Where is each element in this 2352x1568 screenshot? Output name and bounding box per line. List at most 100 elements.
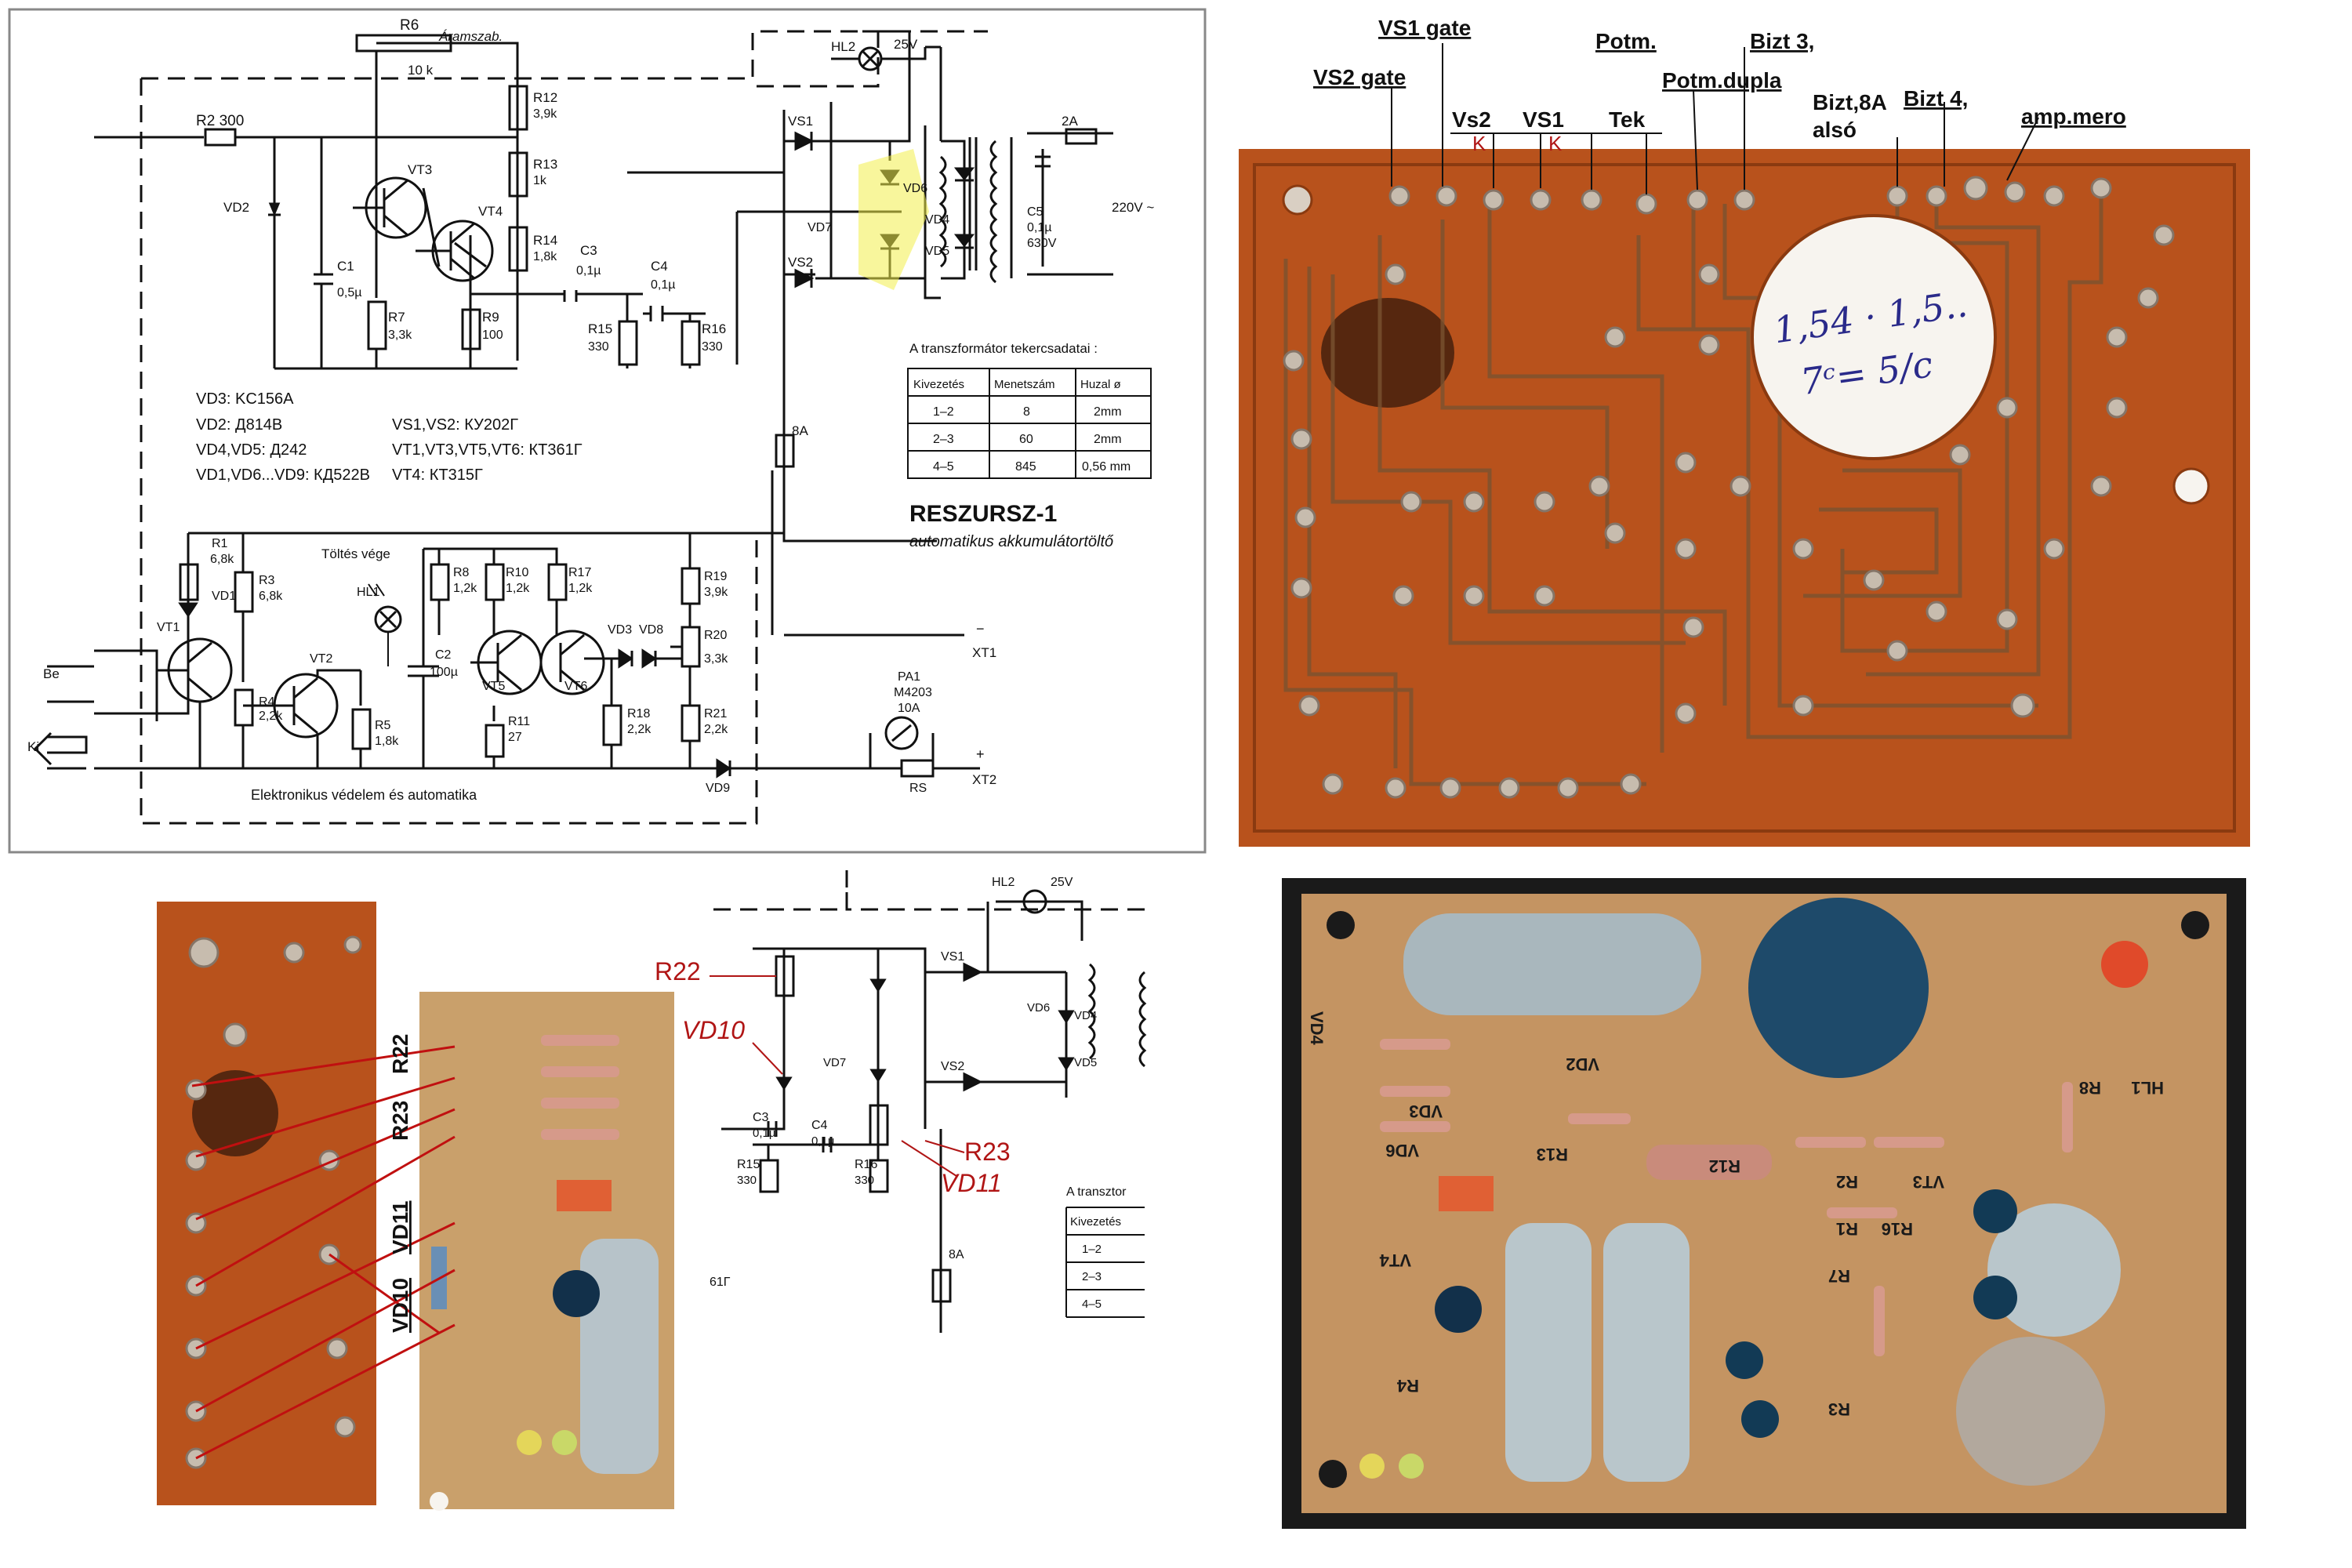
strip-pads [185,935,362,1469]
transformer [938,137,998,284]
label-mains: 220V ~ [1112,200,1154,215]
label-r14: R14 [533,233,557,248]
transistor-vt1 [1435,1286,1482,1333]
value-c5-volt: 630V [1027,237,1057,250]
value-c4: 0,1µ [651,278,675,292]
value-r4: 2,2k [259,710,283,723]
label-c5: C5 [1027,205,1044,219]
table-header-0: Kivezetés [913,378,964,391]
value-r11: 27 [508,731,522,744]
value-r9: 100 [482,328,503,342]
relay-can [1987,1203,2121,1337]
value-c2: 100µ [430,666,458,679]
value-r5: 1,8k [375,735,399,748]
dashed-outline-thyristor [757,31,880,88]
side-label-vd11: VD11 [388,1201,412,1255]
value-r20: 3,3k [704,652,728,666]
value-r13: 1k [533,174,547,187]
mount-hole [2172,467,2210,505]
label-r17: R17 [568,566,591,579]
resistor-big [1646,1145,1772,1180]
mod-label-r22: R22 [655,957,701,985]
component-photo-panel: VD4 VD3 VD2 R13 VD6 VT4 R12 R2 VT3 R1 R1… [1282,878,2246,1529]
silk-r12: R12 [1709,1156,1740,1176]
label-pa1-model: M4203 [894,686,932,699]
pcb-cathode-marks: K K [1472,132,1563,155]
label-hl1: HL1 [357,586,379,599]
value-r12: 3,9k [533,107,557,121]
table-title: A transzformátor tekercsadatai : [909,341,1098,356]
table-cell: 8 [1023,405,1030,419]
mod-red-labels: R22 VD10 R23 VD11 [655,957,1011,1197]
side-label-r22: R22 [388,1034,412,1074]
corner-hole [1319,1460,1347,1488]
value-r16: 330 [702,340,723,354]
label-r18: R18 [627,707,650,720]
led-hl1 [2101,941,2148,988]
schematic-title: RESZURSZ-1 [909,501,1057,527]
label-pa1: PA1 [898,670,920,684]
transistor-vt [1973,1189,2017,1233]
mod-table-row: 4–5 [1082,1298,1102,1311]
small-photo-components [430,1035,659,1511]
label-vd4-main: VD4 [925,213,949,227]
mod-table-row: 1–2 [1082,1243,1102,1256]
board-hole [1748,898,1929,1078]
label-r7: R7 [388,310,405,325]
mod-partial-table: A transztor Kivezetés 1–2 2–3 4–5 [1065,1185,1145,1318]
led-green [1399,1454,1424,1479]
label-be: Be [43,666,60,681]
value-r17: 1,2k [568,582,593,595]
table-cell: 2mm [1094,405,1122,419]
pcb-label-amp-mero: amp.mero [2021,104,2126,129]
label-vd8: VD8 [639,623,663,637]
label-ki: Ki [27,739,39,754]
part-vd1-vd9: VD1,VD6...VD9: КД522В [196,466,370,484]
part-vd4-vd5: VD4,VD5: Д242 [196,441,307,459]
value-c3: 0,1µ [576,264,601,278]
mod-c3v: 0,1µ [753,1127,776,1140]
label-vt5: VT5 [482,680,505,693]
value-r1: 6,8k [210,553,234,566]
pcb-label-bizt3: Bizt 3, [1750,29,1814,53]
transformer-table: A transzformátor tekercsadatai : Kivezet… [907,341,1152,479]
label-vd7: VD7 [808,221,832,234]
table-header-2: Huzal ø [1080,378,1121,391]
lamp-hl2 [831,46,927,71]
label-c4: C4 [651,259,668,274]
silk-r4: R4 [1396,1376,1419,1396]
label-vt4: VT4 [478,204,503,219]
silk-vd6: VD6 [1385,1141,1419,1160]
label-r10: R10 [506,566,528,579]
part-vd3: VD3: KC156A [196,390,294,408]
silk-r7: R7 [1828,1266,1850,1286]
transistor-vt [1973,1276,2017,1319]
label-xt2: XT2 [972,772,996,787]
label-fuse-2a: 2A [1062,114,1078,129]
pcb-label-potm-dupla: Potm.dupla [1662,68,1782,93]
mod-photo-panel: R22 R23 VD11 VD10 [157,902,674,1511]
label-r12: R12 [533,90,557,105]
part-vt4: VT4: КТ315Г [392,466,483,484]
label-hl2: HL2 [831,39,855,54]
value-r8: 1,2k [453,582,477,595]
value-r7: 3,3k [388,328,412,342]
mod-table-title: A transztor [1066,1185,1127,1199]
value-c5: 0,1µ [1027,221,1051,234]
corner-hole [1327,911,1355,939]
mod-c3: C3 [753,1111,769,1124]
mod-r16v: 330 [855,1174,874,1187]
mod-25v: 25V [1051,876,1073,889]
schematic-frame [8,8,1207,854]
silk-hl1: HL1 [2131,1078,2164,1098]
lamp-hl1 [368,583,402,666]
bottom-wiring [33,532,980,779]
label-r20: R20 [704,629,727,642]
pcb-label-vs2-gate: VS2 gate [1313,65,1406,89]
pcb-label-vs2: Vs2 [1452,107,1491,132]
silk-vt3: VT3 [1913,1172,1944,1192]
label-vd9: VD9 [706,782,730,795]
label-vt6: VT6 [564,680,587,693]
label-r13: R13 [533,157,557,172]
mod-code: 61Г [710,1276,731,1289]
